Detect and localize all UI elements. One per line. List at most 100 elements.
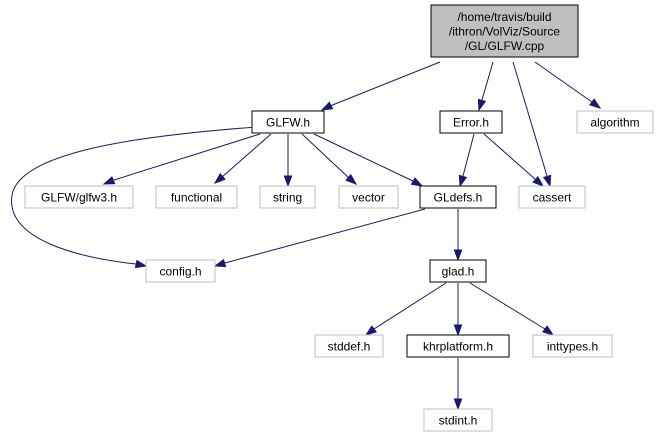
node-config-h: config.h [145,259,216,283]
node-box [429,259,487,283]
node-label: /ithron/VolViz/Source [449,24,561,38]
edge-line [469,282,546,330]
edge-error_h-to-gldefs_h [458,133,475,188]
node-box [24,185,134,209]
edge-line [113,133,261,181]
node-box [314,334,384,358]
node-label: stddef.h [328,339,371,353]
edge-line [512,61,548,177]
edges-layer [11,61,602,411]
node-vector: vector [338,185,399,209]
edge-glfw_h-to-gldefs_h [313,133,424,187]
node-label: /GL/GLFW.cpp [465,39,545,53]
node-box [419,185,497,209]
arrowhead [477,98,487,112]
node-label: /home/travis/build [457,10,551,24]
node-label: inttypes.h [547,339,598,353]
node-box [259,185,316,209]
node-label: string [273,190,302,204]
arrowhead [532,175,545,187]
arrowhead [320,101,334,111]
arrowhead [542,174,552,188]
edge-glad_h-to-stddef_h [364,282,447,336]
arrowhead [410,177,424,187]
arrowhead [364,325,377,336]
node-label: functional [171,190,222,204]
node-label: config.h [159,264,201,278]
node-functional: functional [155,185,238,209]
node-box [439,110,503,134]
node-label: GLFW/glfw3.h [41,190,117,204]
arrowhead [283,175,293,188]
edge-line [329,61,441,107]
arrowhead [213,258,227,268]
node-label: GLdefs.h [434,190,483,204]
node-glad-h[interactable]: glad.h [429,259,487,283]
edge-line [224,208,426,264]
node-box [532,334,613,358]
node-stdint-h: stdint.h [423,408,493,432]
edge-line [11,126,257,265]
node-label: stdint.h [439,413,478,427]
node-label: khrplatform.h [423,339,493,353]
edge-line [301,133,350,179]
arrowhead [453,249,463,262]
edge-glfw_h-to-string [283,134,293,188]
node-box [423,408,493,432]
node-inttypes-h: inttypes.h [532,334,613,358]
node-stddef-h: stddef.h [314,334,384,358]
node-gldefs-h[interactable]: GLdefs.h [419,185,497,209]
edge-line [462,133,475,177]
edge-glad_h-to-khrplatform_h [453,283,463,337]
node-box [155,185,238,209]
node-label: GLFW.h [266,115,310,129]
edge-khrplatform_h-to-stdint_h [453,358,463,411]
node-label: Error.h [453,115,489,129]
edge-glfw_h-to-functional [213,133,272,184]
node-box [518,185,586,209]
node-algorithm: algorithm [576,110,654,134]
edge-line [373,282,447,330]
node-box [430,4,579,58]
arrowhead [102,176,116,185]
edge-line [221,133,272,178]
edge-root-to-error_h [477,61,494,112]
node-cassert: cassert [518,185,586,209]
arrowhead [213,172,226,184]
node-string: string [259,185,316,209]
edge-line [483,133,536,180]
edge-gldefs_h-to-config_h [213,208,426,268]
edge-root-to-glfw_h [320,61,441,111]
edge-glfw_h-to-vector [301,133,358,185]
edge-glfw_h-to-glfw3_h [102,133,261,185]
arrowhead [134,259,148,269]
node-glfw3-h: GLFW/glfw3.h [24,185,134,209]
node-glfw-h[interactable]: GLFW.h [251,110,325,134]
edge-gldefs_h-to-glad_h [453,209,463,262]
edge-line [534,61,593,103]
arrowhead [345,173,358,185]
node-box [338,185,399,209]
node-root: /home/travis/build/ithron/VolViz/Source/… [430,4,579,58]
edge-glad_h-to-inttypes_h [469,282,555,336]
node-khrplatform-h[interactable]: khrplatform.h [406,334,510,358]
node-label: algorithm [590,115,639,129]
node-error-h[interactable]: Error.h [439,110,503,134]
arrowhead [453,324,463,337]
edge-error_h-to-cassert [483,133,545,187]
node-label: vector [352,190,385,204]
nodes-layer: /home/travis/build/ithron/VolViz/Source/… [24,4,654,432]
edge-line [481,61,494,101]
edge-root-to-cassert [512,61,552,188]
node-box [145,259,216,283]
arrowhead [453,398,463,411]
arrowhead [542,325,555,336]
node-box [406,334,510,358]
edge-line [313,133,414,182]
arrowhead [458,174,468,188]
edge-glfw_h-to-config_h [11,126,257,269]
arrowhead [589,98,602,109]
node-box [251,110,325,134]
node-label: glad.h [442,264,475,278]
